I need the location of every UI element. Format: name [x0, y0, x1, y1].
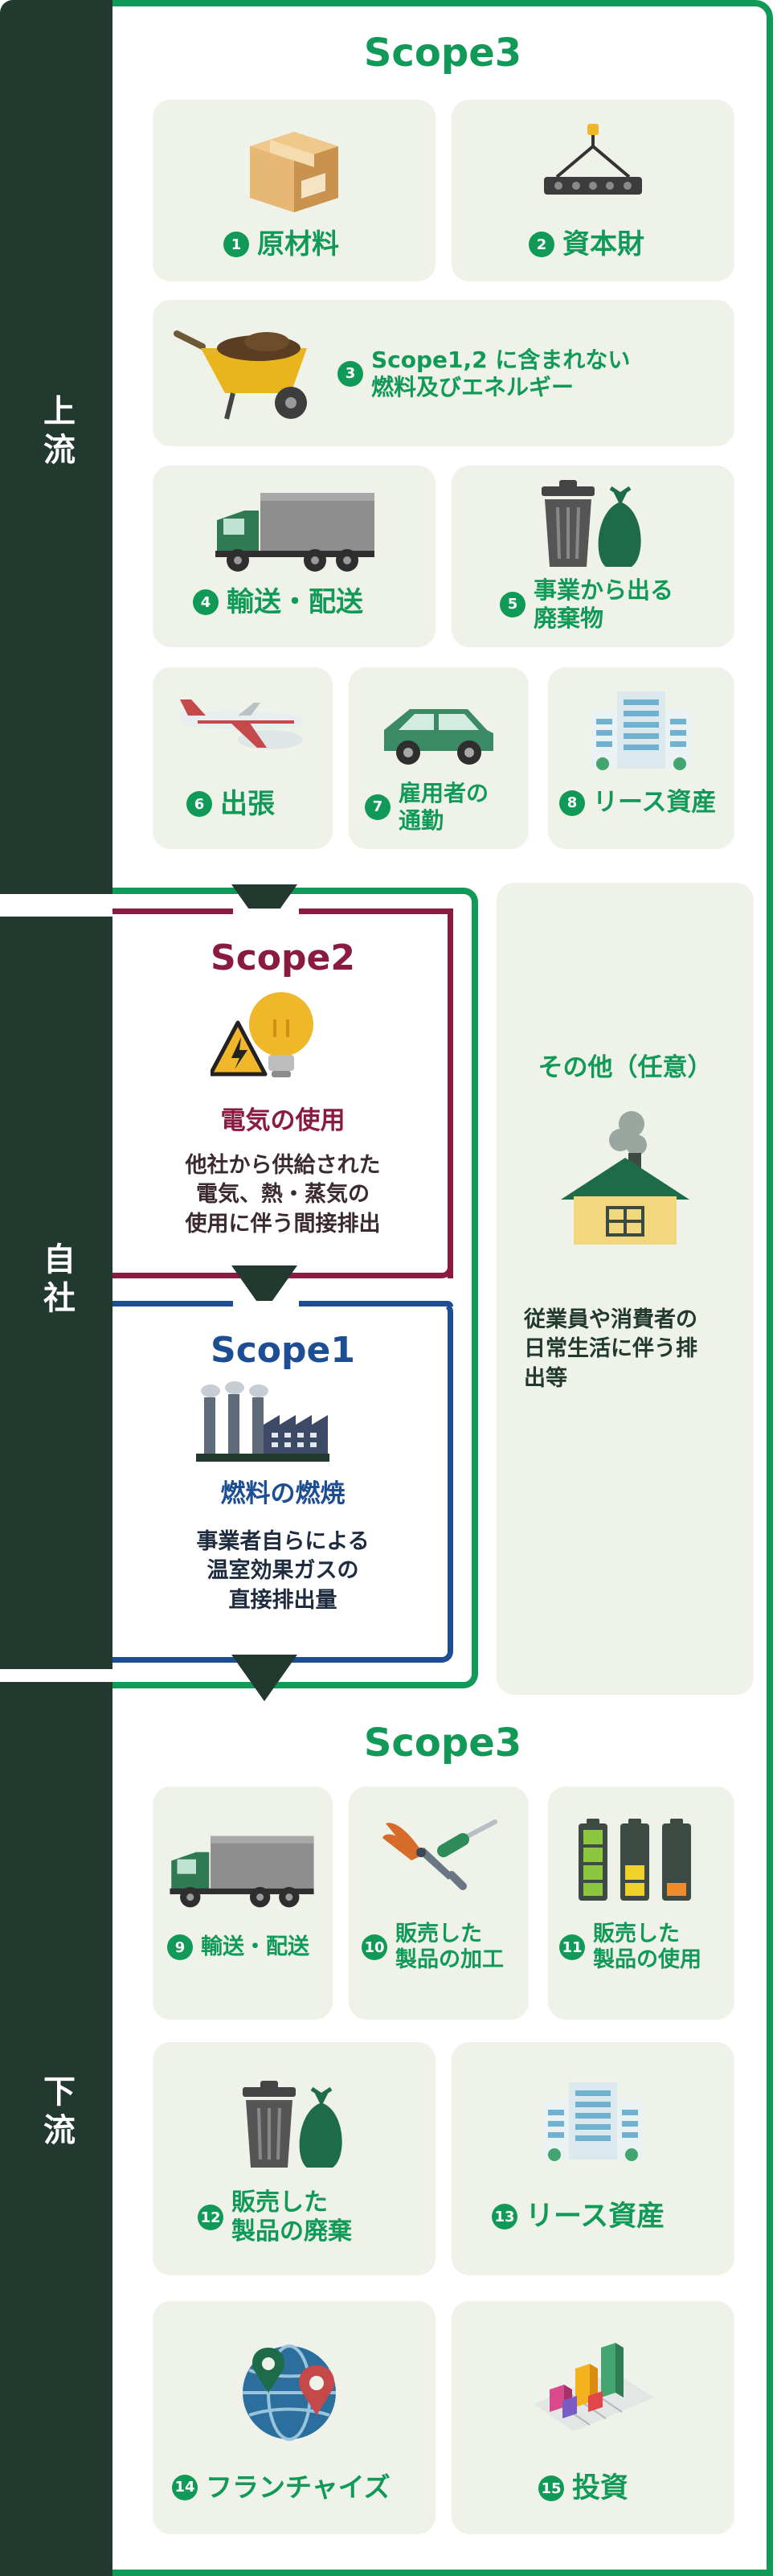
scope2-description: 他社から供給された 電気、熱・蒸気の 使用に伴う間接排出	[185, 1153, 381, 1237]
item-2-label: 2 資本財	[529, 228, 644, 261]
pliers-screwdriver-icon	[382, 1819, 497, 1890]
upstream-frame	[112, 0, 773, 900]
number-badge: 9	[167, 1934, 193, 1961]
number-badge: 6	[186, 791, 212, 818]
downstream-band	[0, 1682, 112, 2576]
office-building-icon	[591, 691, 691, 770]
card-processing-sold-products: 10 販売した製品の加工	[349, 1786, 529, 2020]
bar-chart-icon	[534, 2343, 654, 2431]
item-8-label: 8 リース資産	[559, 788, 716, 818]
item-9-label: 9 輸送・配送	[167, 1934, 309, 1961]
item-4-label: 4 輸送・配送	[193, 586, 363, 619]
item-7-label: 7 雇用者の通勤	[365, 780, 489, 834]
number-badge: 13	[492, 2204, 517, 2229]
own-green-frame	[112, 888, 478, 1688]
number-badge: 3	[337, 360, 363, 387]
card-waste: 5 事業から出る廃棄物	[452, 466, 734, 647]
downstream-label: 下流	[38, 2074, 75, 2151]
number-badge: 14	[172, 2474, 198, 2500]
globe-pins-icon	[243, 2344, 336, 2441]
truck-icon	[170, 1836, 314, 1908]
card-fuel-energy: 3 Scope1,2 に含まれない燃料及びエネルギー	[153, 300, 734, 446]
item-12-label: 12 販売した製品の廃棄	[198, 2188, 352, 2246]
item-6-label: 6 出張	[186, 788, 275, 821]
item-13-label: 13 リース資産	[492, 2200, 665, 2233]
own-band	[0, 917, 112, 1669]
item-5-label: 5 事業から出る廃棄物	[500, 576, 673, 633]
crane-hook-icon	[544, 124, 642, 195]
number-badge: 12	[198, 2205, 223, 2230]
car-icon	[384, 709, 493, 765]
batteries-icon	[579, 1819, 691, 1901]
card-use-sold-products: 11 販売した製品の使用	[548, 1786, 734, 2020]
number-badge: 8	[559, 790, 585, 816]
card-end-of-life-sold-products: 12 販売した製品の廃棄	[153, 2042, 436, 2275]
number-badge: 4	[193, 589, 219, 616]
scope1-top-line-left	[112, 1301, 233, 1306]
scope1-top-line-right	[299, 1301, 453, 1306]
own-label: 自社	[38, 1242, 75, 1319]
scope1-description: 事業者自らによる 温室効果ガスの 直接排出量	[196, 1529, 370, 1613]
downstream-frame	[112, 1682, 773, 2576]
airplane-icon	[178, 699, 303, 749]
scope2-right-top	[448, 909, 453, 1278]
item-14-label: 14 フランチャイズ	[172, 2471, 391, 2504]
card-business-travel: 6 出張	[153, 667, 333, 849]
number-badge: 10	[362, 1934, 387, 1961]
downstream-scope3-title: Scope3	[363, 1721, 522, 1766]
card-capital-goods: 2 資本財	[452, 100, 734, 281]
truck-icon	[215, 493, 374, 572]
trash-bin-icon	[542, 480, 641, 567]
other-title: その他（任意）	[538, 1053, 713, 1082]
number-badge: 5	[500, 591, 525, 617]
other-description: 従業員や消費者の 日常生活に伴う排 出等	[524, 1307, 697, 1391]
upstream-label: 上流	[38, 394, 75, 471]
item-15-label: 15 投資	[538, 2471, 628, 2505]
number-badge: 2	[529, 232, 554, 258]
number-badge: 15	[538, 2476, 564, 2501]
scope2-title: Scope2	[211, 937, 355, 978]
scope1-title: Scope1	[211, 1330, 355, 1371]
card-leased-assets-down: 13 リース資産	[452, 2042, 734, 2275]
down-arrow-2	[231, 1265, 297, 1312]
card-raw-materials: 1 原材料	[153, 100, 436, 281]
office-building-icon	[543, 2082, 643, 2161]
card-other-optional: その他（任意） 従業員や消費者の 日常生活に伴う排 出等	[497, 883, 754, 1695]
scope2-subtitle: 電気の使用	[220, 1106, 346, 1135]
card-transport: 4 輸送・配送	[153, 466, 436, 647]
card-downstream-transport: 9 輸送・配送	[153, 1786, 333, 2020]
item-10-label: 10 販売した製品の加工	[362, 1922, 504, 1974]
upstream-band	[0, 0, 112, 894]
card-investments: 15 投資	[452, 2301, 734, 2534]
item-1-label: 1 原材料	[223, 228, 339, 261]
scope1-subtitle: 燃料の燃焼	[220, 1479, 346, 1508]
lightbulb-high-voltage-icon	[211, 992, 313, 1077]
house-chimney-icon	[561, 1111, 689, 1245]
trash-bin-icon	[243, 2081, 342, 2168]
number-badge: 11	[559, 1934, 585, 1961]
down-arrow-3	[231, 1655, 297, 1701]
factory-icon	[196, 1381, 329, 1462]
item-11-label: 11 販売した製品の使用	[559, 1922, 701, 1974]
wheelbarrow-icon	[174, 330, 307, 420]
cardboard-box-icon	[250, 132, 338, 212]
card-franchises: 14 フランチャイズ	[153, 2301, 436, 2534]
down-arrow-1	[231, 884, 297, 931]
item-3-label: 3 Scope1,2 に含まれない燃料及びエネルギー	[337, 347, 630, 400]
number-badge: 1	[223, 232, 249, 258]
scope2-top-line-left	[112, 909, 233, 914]
scope2-top-line-right	[299, 909, 453, 914]
card-leased-assets-up: 8 リース資産	[548, 667, 734, 849]
number-badge: 7	[365, 794, 391, 820]
upstream-scope3-title: Scope3	[363, 31, 522, 76]
card-commuting: 7 雇用者の通勤	[349, 667, 529, 849]
